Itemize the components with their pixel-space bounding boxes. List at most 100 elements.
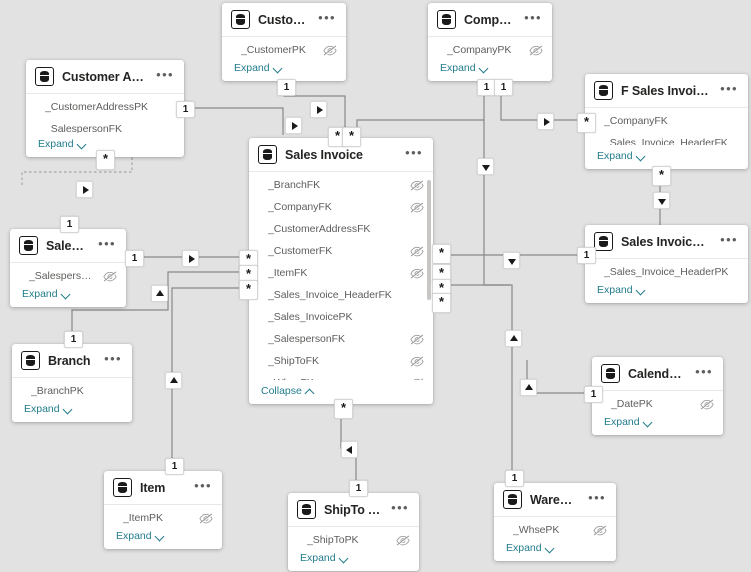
table-expand-button[interactable]: Expand xyxy=(592,411,723,435)
table-more-options-button[interactable]: ••• xyxy=(588,489,606,505)
table-header-company[interactable]: Company••• xyxy=(428,3,552,37)
field-row[interactable]: _ShipToPK xyxy=(288,529,419,547)
table-footer-label: Expand xyxy=(234,62,270,74)
table-header-calendar-fiscal[interactable]: Calendar Fiscal••• xyxy=(592,357,723,391)
table-more-options-button[interactable]: ••• xyxy=(194,477,212,493)
field-row[interactable]: _ShipToFK xyxy=(249,350,433,372)
field-row[interactable]: _CustomerFK xyxy=(249,240,433,262)
table-footer-label: Expand xyxy=(506,542,542,554)
hidden-eye-icon[interactable] xyxy=(410,202,424,213)
hidden-eye-icon[interactable] xyxy=(410,334,424,345)
field-name: _SalespersonFK xyxy=(45,123,122,133)
filter-direction-right-icon-arrow-custaddr-salesperson xyxy=(76,181,93,198)
table-expand-button[interactable]: Expand xyxy=(585,145,748,169)
table-expand-button[interactable]: Expand xyxy=(10,283,126,307)
field-row[interactable]: _Sales_Invoice_HeaderPK xyxy=(585,261,748,279)
table-icon xyxy=(601,364,620,383)
table-header-warehouse[interactable]: Warehouse••• xyxy=(494,483,616,517)
cardinality-badge-b-calendar-left: 1 xyxy=(584,386,603,403)
field-row[interactable]: _CustomerAddressPK xyxy=(26,96,184,118)
table-more-options-button[interactable]: ••• xyxy=(98,235,116,251)
hidden-eye-icon[interactable] xyxy=(103,271,117,282)
vertical-scrollbar[interactable] xyxy=(427,180,431,300)
hidden-eye-icon[interactable] xyxy=(323,45,337,56)
chevron-down-icon xyxy=(64,405,73,414)
table-expand-button[interactable]: Expand xyxy=(428,57,552,81)
table-card-salesperson[interactable]: Salesperson••• _Salesperson...Expand xyxy=(10,229,126,307)
field-row[interactable]: _CompanyFK xyxy=(249,196,433,218)
table-expand-button[interactable]: Expand xyxy=(12,398,132,422)
table-header-customer[interactable]: Customer••• xyxy=(222,3,346,37)
relationship-link-company-to-salesinvoice[interactable] xyxy=(356,81,485,135)
table-card-f-sales-invoice-header[interactable]: F Sales Invoice Header•••_CompanyFK_Sale… xyxy=(585,74,748,169)
table-more-options-button[interactable]: ••• xyxy=(720,231,738,247)
table-expand-button[interactable]: Expand xyxy=(26,133,184,157)
table-card-sales-invoice[interactable]: Sales Invoice•••_BranchFK_CompanyFK_Cust… xyxy=(249,138,433,404)
table-header-sales-invoice[interactable]: Sales Invoice••• xyxy=(249,138,433,172)
table-header-salesperson[interactable]: Salesperson••• xyxy=(10,229,126,263)
table-expand-button[interactable]: Expand xyxy=(104,525,222,549)
table-expand-button[interactable]: Expand xyxy=(222,57,346,81)
field-row[interactable]: _SalespersonFK xyxy=(249,328,433,350)
table-expand-button[interactable]: Expand xyxy=(494,537,616,561)
table-more-options-button[interactable]: ••• xyxy=(156,66,174,82)
hidden-eye-icon[interactable] xyxy=(396,535,410,546)
table-header-item[interactable]: Item••• xyxy=(104,471,222,505)
field-name: _ShipToFK xyxy=(268,355,319,367)
table-more-options-button[interactable]: ••• xyxy=(318,9,336,25)
field-row[interactable]: _CompanyPK xyxy=(428,39,552,57)
field-row[interactable]: _CustomerPK xyxy=(222,39,346,57)
table-header-shipto-address[interactable]: ShipTo Address••• xyxy=(288,493,419,527)
table-card-warehouse[interactable]: Warehouse••• _WhsePK Expand xyxy=(494,483,616,561)
field-row[interactable]: _Sales_Invoice_HeaderFK xyxy=(249,284,433,306)
table-header-sales-invoice-header[interactable]: Sales Invoice Header••• xyxy=(585,225,748,259)
field-row[interactable]: _Salesperson... xyxy=(10,265,126,283)
table-more-options-button[interactable]: ••• xyxy=(524,9,542,25)
field-row[interactable]: _BranchFK xyxy=(249,174,433,196)
table-card-customer[interactable]: Customer••• _CustomerPK Expand xyxy=(222,3,346,81)
table-more-options-button[interactable]: ••• xyxy=(405,144,423,160)
table-more-options-button[interactable]: ••• xyxy=(104,350,122,366)
hidden-eye-icon[interactable] xyxy=(410,356,424,367)
field-row[interactable]: _Sales_InvoicePK xyxy=(249,306,433,328)
hidden-eye-icon[interactable] xyxy=(410,180,424,191)
field-row[interactable]: _WhseFK xyxy=(249,372,433,380)
table-expand-button[interactable]: Expand xyxy=(288,547,419,571)
field-row[interactable]: _DatePK xyxy=(592,393,723,411)
hidden-eye-icon[interactable] xyxy=(529,45,543,56)
table-expand-button[interactable]: Expand xyxy=(585,279,748,303)
table-footer-label: Expand xyxy=(24,403,60,415)
relationship-link-warehouse-to-salesinvoice[interactable] xyxy=(443,284,513,483)
table-header-f-sales-invoice-header[interactable]: F Sales Invoice Header••• xyxy=(585,74,748,108)
table-footer-label: Expand xyxy=(597,284,633,296)
field-row[interactable]: _ItemPK xyxy=(104,507,222,525)
hidden-eye-icon[interactable] xyxy=(593,525,607,536)
table-card-customer-address[interactable]: Customer Address•••_CustomerAddressPK _Sa… xyxy=(26,60,184,157)
table-card-branch[interactable]: Branch••• _BranchPK Expand xyxy=(12,344,132,422)
hidden-eye-icon[interactable] xyxy=(410,268,424,279)
table-more-options-button[interactable]: ••• xyxy=(720,80,738,96)
table-more-options-button[interactable]: ••• xyxy=(695,363,713,379)
table-card-sales-invoice-header[interactable]: Sales Invoice Header••• _Sales_Invoice_He… xyxy=(585,225,748,303)
table-footer-label: Expand xyxy=(597,150,633,162)
field-row[interactable]: _CompanyFK xyxy=(585,110,748,132)
field-row[interactable]: _BranchPK xyxy=(12,380,132,398)
hidden-eye-icon[interactable] xyxy=(700,399,714,410)
hidden-eye-icon[interactable] xyxy=(199,513,213,524)
field-row[interactable]: _ItemFK xyxy=(249,262,433,284)
field-row[interactable]: _CustomerAddressFK xyxy=(249,218,433,240)
field-row[interactable]: _SalespersonFK xyxy=(26,118,184,133)
table-header-customer-address[interactable]: Customer Address••• xyxy=(26,60,184,94)
table-header-branch[interactable]: Branch••• xyxy=(12,344,132,378)
hidden-eye-icon[interactable] xyxy=(410,378,424,380)
field-row[interactable]: _WhsePK xyxy=(494,519,616,537)
hidden-eye-icon[interactable] xyxy=(410,246,424,257)
relationship-link-custaddr-to-salesinvoice[interactable] xyxy=(184,107,284,135)
field-row[interactable]: _Sales_Invoice_HeaderFK xyxy=(585,132,748,145)
table-more-options-button[interactable]: ••• xyxy=(391,499,409,515)
